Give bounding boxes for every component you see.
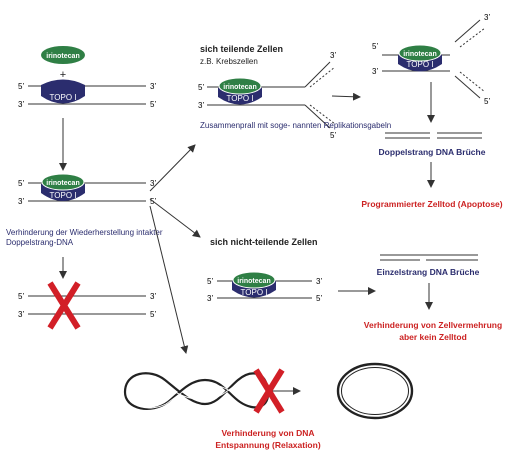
end-label: 5’ [484, 97, 490, 106]
enzyme-label: TOPO I [407, 60, 434, 69]
relaxed-dna-ring [336, 362, 414, 420]
end-label: 3’ [484, 13, 490, 22]
drug-label: irinotecan [223, 84, 256, 91]
inhibition-caption: Verhinderung der Wiederherstellung intak… [6, 228, 163, 247]
drug-label: irinotecan [46, 53, 79, 60]
end-label: 5’ [18, 292, 24, 301]
end-label: 3’ [372, 67, 378, 76]
end-label: 3’ [150, 179, 156, 188]
dividing-subtitle: z.B. Krebszellen [200, 57, 258, 66]
enzyme-label: TOPO I [50, 191, 77, 200]
plus-sign: + [60, 69, 66, 81]
collision-caption: Zusammenprall mit soge- nannten Replikat… [200, 121, 391, 130]
end-label: 5’ [330, 131, 336, 140]
nondividing-title: sich nicht-teilende Zellen [210, 237, 318, 247]
inhibition-text: Verhinderung der Wiederherstellung intak… [6, 228, 163, 247]
end-label: 3’ [207, 294, 213, 303]
drug-label: irinotecan [46, 180, 79, 187]
red-x-icon [253, 368, 285, 414]
broken-fork: 5’ 3’ 3’ 5’ [372, 13, 490, 106]
replication-fork: 5’ 3’ 3’ 5’ [198, 51, 336, 140]
break-label-single: Einzelstrang DNA Brüche [377, 267, 480, 277]
end-label: 5’ [372, 42, 378, 51]
end-label: 5’ [316, 294, 322, 303]
relaxation-label-1: Verhinderung von DNA [221, 428, 314, 438]
enzyme-label: TOPO I [50, 93, 77, 102]
enzyme-label: TOPO I [241, 288, 268, 297]
end-label: 3’ [198, 101, 204, 110]
red-x-icon [47, 281, 81, 330]
end-label: 3’ [18, 100, 24, 109]
end-label: 3’ [150, 292, 156, 301]
drug-label: irinotecan [237, 278, 270, 285]
single-strand-break [380, 254, 478, 261]
relaxation-label-2: Entspannung (Relaxation) [215, 440, 320, 450]
dividing-title: sich teilende Zellen [200, 44, 283, 54]
supercoiled-dna [123, 372, 270, 410]
dna-strand-top: 5’ 3’ 3’ 5’ [18, 82, 156, 109]
double-strand-break [385, 132, 482, 139]
proliferation-label-1: Verhinderung von Zellvermehrung [364, 320, 502, 330]
drug-badge: irinotecan [41, 173, 85, 191]
arrow-icon [149, 198, 201, 238]
end-label: 3’ [150, 82, 156, 91]
enzyme-label: TOPO I [227, 94, 254, 103]
proliferation-label-2: aber kein Zelltod [399, 332, 467, 342]
apoptose-label: Programmierter Zelltod (Apoptose) [361, 199, 502, 209]
arrow-icon [331, 92, 361, 101]
arrow-icon [149, 144, 196, 192]
end-label: 5’ [150, 100, 156, 109]
dna-strand-complex: 5’ 3’ 3’ 5’ [18, 179, 156, 206]
end-label: 3’ [330, 51, 336, 60]
topo-enzyme: TOPO I [41, 79, 85, 104]
break-label-double: Doppelstrang DNA Brüche [379, 147, 486, 157]
dna-strand-blocked: 5’ 3’ 3’ 5’ [18, 292, 156, 319]
end-label: 3’ [18, 310, 24, 319]
drug-badge: irinotecan [232, 271, 276, 289]
end-label: 5’ [198, 83, 204, 92]
end-label: 5’ [18, 179, 24, 188]
drug-badge: irinotecan [41, 46, 85, 64]
drug-badge: irinotecan [218, 77, 262, 95]
end-label: 3’ [316, 277, 322, 286]
end-label: 5’ [207, 277, 213, 286]
drug-label: irinotecan [403, 51, 436, 58]
drug-badge: irinotecan [398, 44, 442, 62]
end-label: 3’ [18, 197, 24, 206]
end-label: 5’ [150, 310, 156, 319]
arrow-icon [149, 205, 189, 354]
end-label: 5’ [18, 82, 24, 91]
